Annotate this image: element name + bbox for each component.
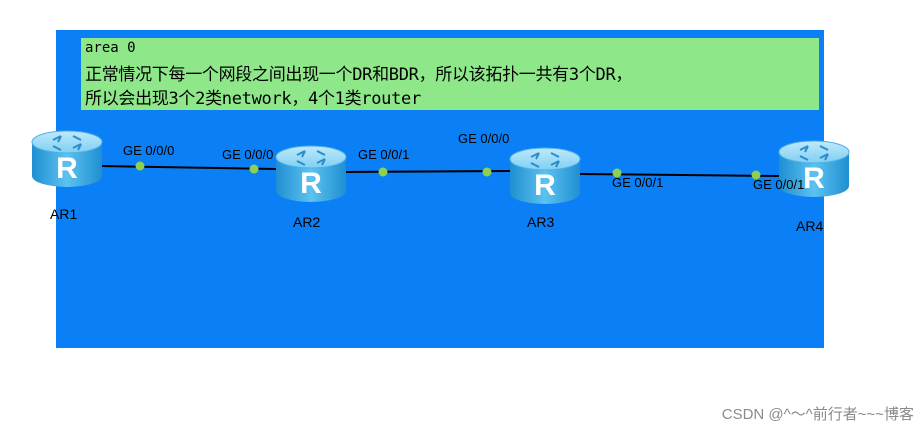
interface-label: GE 0/0/0 (123, 143, 175, 158)
interface-label: GE 0/0/1 (753, 177, 805, 192)
router-label-ar4: AR4 (796, 218, 824, 234)
interface-label: GE 0/0/1 (358, 147, 410, 162)
router-ar4-icon[interactable]: R (778, 140, 850, 198)
area-note-box: area 0 正常情况下每一个网段之间出现一个DR和BDR，所以该拓扑一共有3个… (81, 38, 819, 110)
router-label-ar2: AR2 (293, 214, 321, 230)
router-letter: R (534, 169, 556, 202)
router-label-ar3: AR3 (527, 214, 555, 230)
port-dot (612, 168, 622, 178)
link-ar1-ar2 (99, 165, 277, 170)
router-label-ar1: AR1 (50, 206, 78, 222)
port-dot (378, 167, 388, 177)
port-dot (751, 170, 761, 180)
area-note-line-3: 所以会出现3个2类network，4个1类router (85, 89, 421, 109)
router-letter: R (300, 167, 322, 200)
interface-label: GE 0/0/0 (222, 147, 274, 162)
port-dot (135, 161, 145, 171)
router-letter: R (803, 162, 825, 195)
port-dot (482, 167, 492, 177)
interface-label: GE 0/0/1 (612, 175, 664, 190)
router-ar1-icon[interactable]: R (31, 130, 103, 188)
interface-label: GE 0/0/0 (458, 131, 510, 146)
router-ar3-icon[interactable]: R (509, 147, 581, 205)
area-note-title: area 0 (85, 40, 136, 56)
area-note-line-2: 正常情况下每一个网段之间出现一个DR和BDR，所以该拓扑一共有3个DR， (85, 65, 633, 85)
port-dot (249, 164, 259, 174)
router-ar2-icon[interactable]: R (275, 145, 347, 203)
watermark: CSDN @^～^前行者~~~博客 (721, 406, 914, 423)
router-letter: R (56, 152, 78, 185)
link-ar3-ar4 (579, 173, 781, 177)
